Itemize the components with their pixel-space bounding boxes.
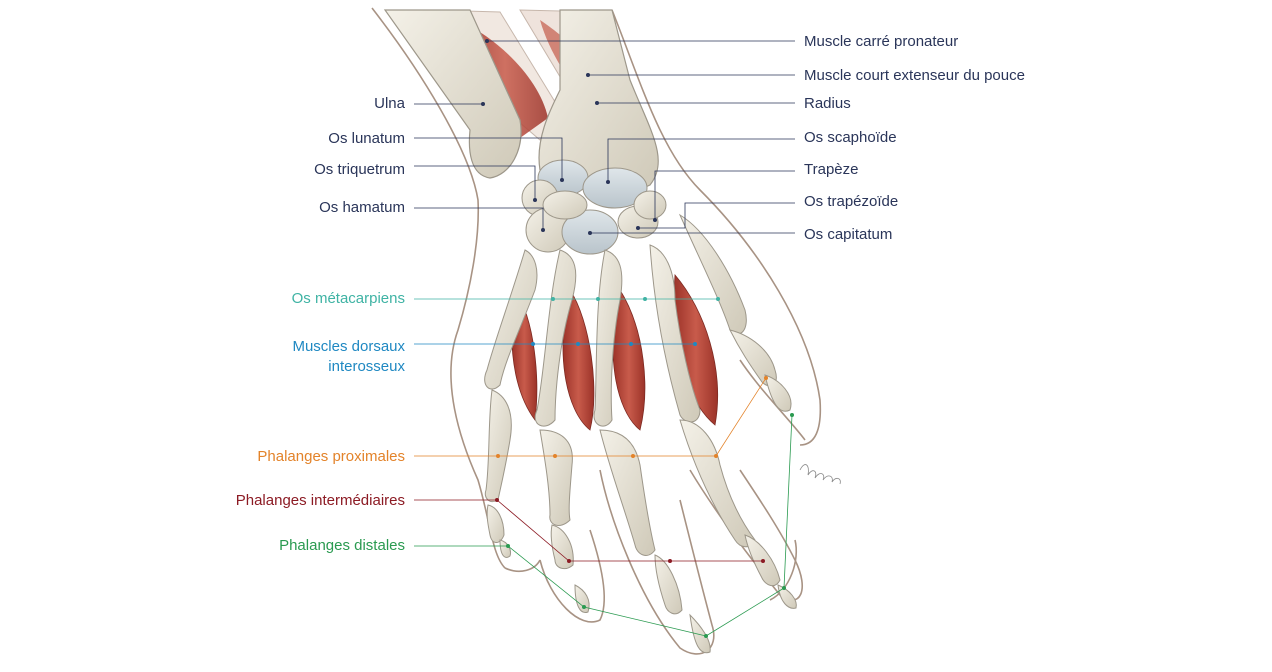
label-court-extenseur: Muscle court extenseur du pouce <box>804 67 1025 84</box>
label-trapezoide: Os trapézoïde <box>804 193 899 210</box>
artist-signature <box>799 464 841 485</box>
interosseous-muscles <box>511 274 718 431</box>
label-scaphoide: Os scaphoïde <box>804 129 897 146</box>
label-phalanges-intermediaires: Phalanges intermédiaires <box>235 492 405 509</box>
forearm-bones <box>383 9 659 193</box>
leader-proximales <box>414 376 768 458</box>
label-trapeze: Trapèze <box>804 161 859 178</box>
label-ulna: Ulna <box>374 95 405 112</box>
leader-dots-right <box>485 39 657 235</box>
leader-dorsaux <box>414 342 697 346</box>
label-capitatum: Os capitatum <box>804 226 893 243</box>
label-radius: Radius <box>804 95 851 112</box>
label-triquetrum: Os triquetrum <box>314 161 405 178</box>
label-lunatum: Os lunatum <box>328 130 405 147</box>
label-dorsaux-line2: interosseux <box>328 358 405 375</box>
leader-intermediaires <box>414 498 765 563</box>
metacarpals <box>484 213 747 427</box>
label-hamatum: Os hamatum <box>319 199 405 216</box>
label-dorsaux-line1: Muscles dorsaux <box>292 338 405 355</box>
carpal-bones <box>521 159 667 255</box>
label-dorsaux-interosseux: Muscles dorsaux interosseux <box>292 337 405 377</box>
leader-dots-left <box>481 102 564 232</box>
label-phalanges-proximales: Phalanges proximales <box>257 448 405 465</box>
leader-lines-left <box>414 103 563 230</box>
leader-distales <box>414 413 794 638</box>
label-carre-pronateur: Muscle carré pronateur <box>804 33 959 50</box>
leader-lines-right <box>487 40 795 234</box>
leader-metacarpiens <box>414 297 720 301</box>
label-phalanges-distales: Phalanges distales <box>279 537 405 554</box>
label-metacarpiens: Os métacarpiens <box>291 290 405 307</box>
